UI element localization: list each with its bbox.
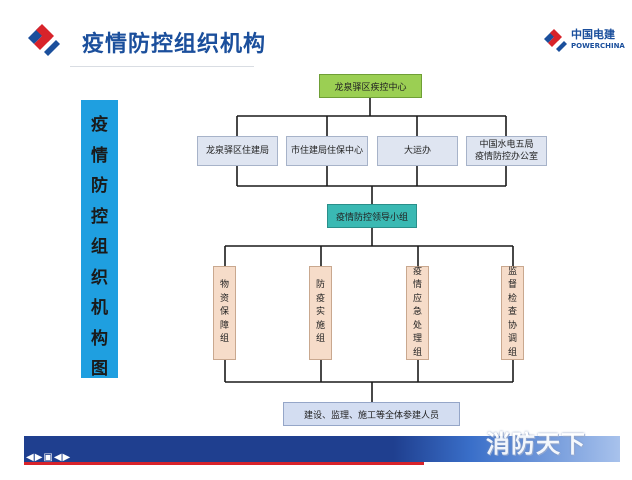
- side-title-char: 疫: [91, 115, 108, 135]
- org-node-char: 物: [219, 280, 229, 291]
- org-node-char: 组: [412, 347, 422, 358]
- side-title-banner: [81, 100, 118, 378]
- org-node-prevention-group: 防 疫 实 施 组: [309, 266, 332, 360]
- slide-nav-controls[interactable]: ◀▶▣◀▶: [26, 452, 72, 463]
- side-title-char: 组: [91, 237, 108, 257]
- page-title: 疫情防控组织机构: [82, 32, 267, 57]
- brand-name-en: POWERCHINA: [571, 42, 625, 50]
- side-title-char: 图: [91, 359, 108, 379]
- watermark: 消防天下: [486, 430, 586, 458]
- org-node-supplies-group: 物 资 保 障 组: [213, 266, 236, 360]
- org-node-char: 督: [507, 280, 517, 291]
- org-node-char: 组: [315, 334, 325, 345]
- org-node-label: 疫情防控办公室: [474, 152, 538, 162]
- header-divider: [70, 66, 254, 67]
- org-node-leadership-group: 疫情防控领导小组: [327, 204, 417, 228]
- org-node-char: 检: [507, 293, 517, 304]
- org-node-char: 施: [315, 320, 325, 331]
- brand-name-cn: 中国电建: [571, 28, 615, 41]
- org-node-char: 情: [412, 280, 422, 291]
- org-node-char: 应: [412, 293, 422, 304]
- org-node-char: 实: [315, 307, 325, 318]
- org-node-label: 中国水电五局: [479, 140, 534, 150]
- side-title-char: 防: [91, 176, 108, 196]
- side-title-text: 疫 情 防 控 组 织 机 构 图: [81, 110, 118, 385]
- org-node-char: 查: [507, 307, 517, 318]
- org-node-char: 组: [507, 347, 517, 358]
- org-node-all-personnel: 建设、监理、施工等全体参建人员: [283, 402, 460, 426]
- org-node-char: 急: [412, 307, 422, 318]
- org-node-label: 大运办: [403, 146, 431, 156]
- org-node-char: 调: [507, 334, 517, 345]
- org-node-char: 疫: [412, 266, 422, 277]
- org-node-char: 处: [412, 320, 422, 331]
- org-node-label: 龙泉驿区住建局: [205, 146, 269, 156]
- org-node-char: 防: [315, 280, 325, 291]
- org-node-char: 疫: [315, 293, 325, 304]
- side-title-char: 情: [91, 145, 108, 166]
- org-node-district-housing-bureau: 龙泉驿区住建局: [197, 136, 278, 166]
- org-node-char: 监: [507, 266, 517, 277]
- org-node-char: 理: [412, 334, 422, 345]
- powerchina-logo-icon: [28, 24, 60, 56]
- side-title-char: 织: [91, 267, 108, 288]
- org-node-emergency-group: 疫 情 应 急 处 理 组: [406, 266, 429, 360]
- org-node-powerchina-office: 中国水电五局 疫情防控办公室: [466, 136, 547, 166]
- org-node-char: 资: [219, 293, 229, 304]
- org-node-label: 市住建局住保中心: [290, 146, 363, 156]
- org-node-disease-control-center: 龙泉驿区疾控中心: [319, 74, 422, 98]
- footer-bar: [24, 436, 620, 462]
- side-title-char: 控: [91, 206, 108, 227]
- org-node-char: 协: [507, 320, 517, 331]
- side-title-char: 机: [91, 298, 108, 318]
- org-node-universiade-office: 大运办: [377, 136, 458, 166]
- footer-accent-line: [24, 462, 424, 465]
- org-node-char: 组: [219, 334, 229, 345]
- org-node-city-housing-center: 市住建局住保中心: [286, 136, 368, 166]
- org-node-char: 障: [219, 320, 229, 331]
- org-node-char: 保: [219, 307, 229, 318]
- brand-logo-icon: [544, 29, 567, 52]
- org-node-supervision-group: 监 督 检 查 协 调 组: [501, 266, 524, 360]
- side-title-char: 构: [91, 328, 108, 349]
